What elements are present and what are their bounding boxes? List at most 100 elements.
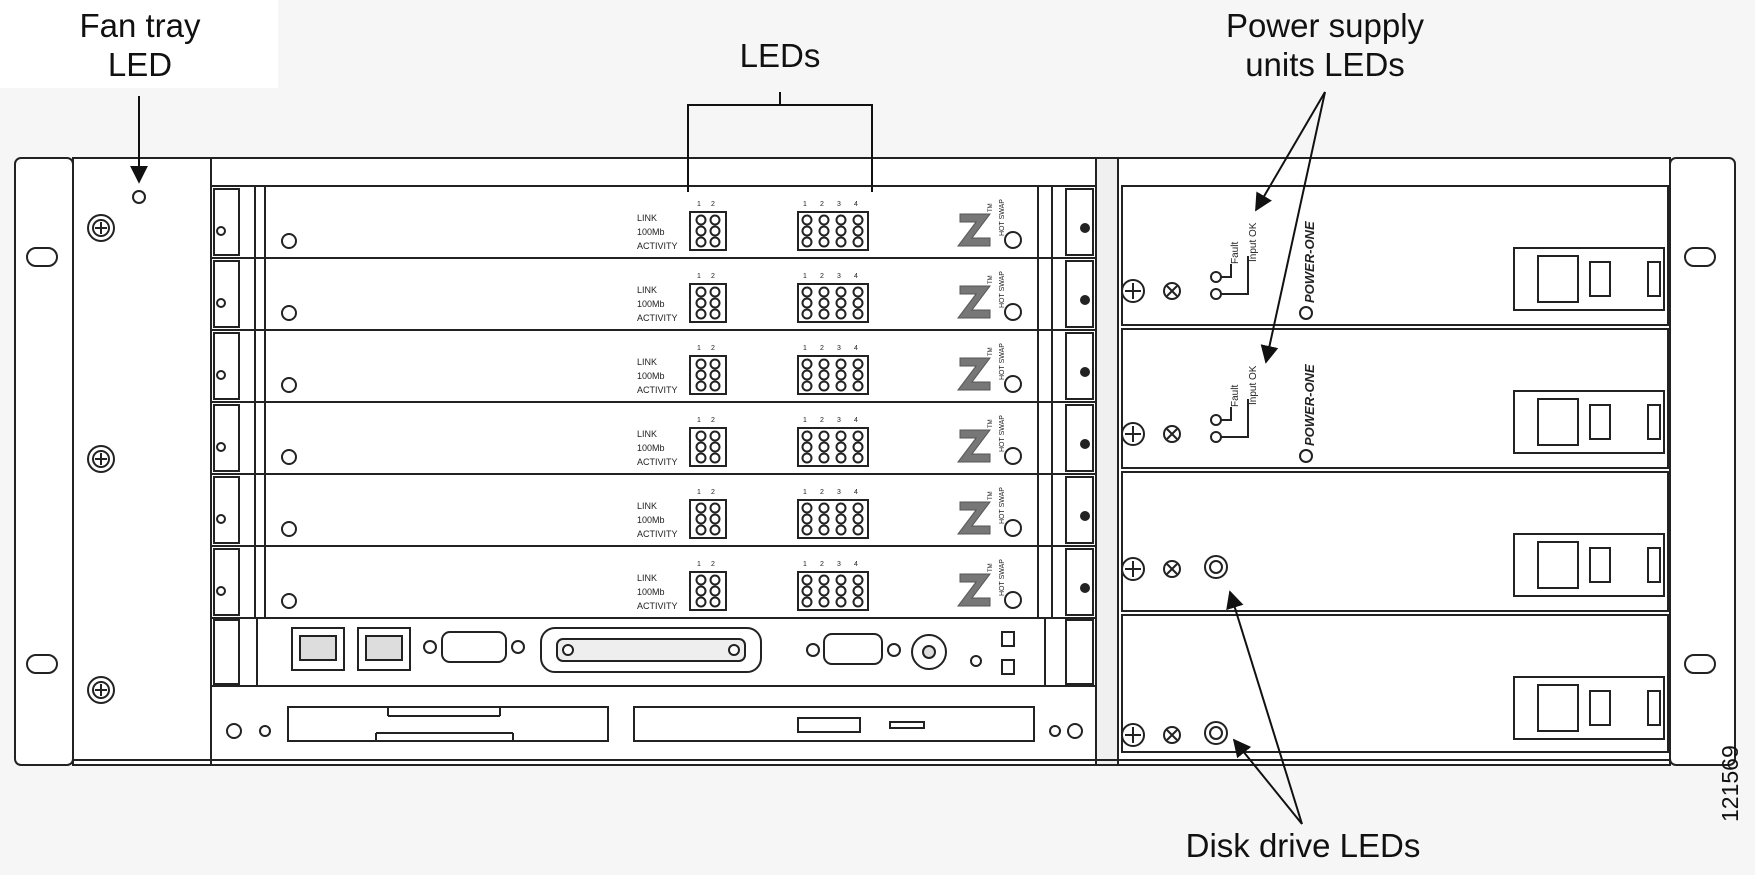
- callout-background: [0, 0, 278, 88]
- svg-text:1: 1: [697, 561, 701, 568]
- tm-label: TM: [988, 419, 994, 428]
- hot-swap-label: HOT SWAP: [999, 415, 1006, 452]
- tm-label: TM: [988, 203, 994, 212]
- fan-tray-screw: [87, 445, 115, 473]
- psu-brand: POWER-ONE: [1302, 221, 1317, 303]
- card-label-speed: 100Mb: [637, 515, 665, 525]
- svg-text:4: 4: [854, 273, 858, 280]
- svg-text:1: 1: [697, 417, 701, 424]
- svg-text:3: 3: [837, 345, 841, 352]
- svg-text:1: 1: [697, 201, 701, 208]
- svg-text:3: 3: [837, 417, 841, 424]
- net2-port: [357, 627, 411, 671]
- link-led-block: [689, 427, 727, 467]
- card-label-activity: ACTIVITY: [637, 457, 678, 467]
- disk-drive-bay: [1121, 471, 1669, 612]
- svg-text:1: 1: [803, 489, 807, 496]
- svg-text:4: 4: [854, 345, 858, 352]
- disk-drive-leds-label: Disk drive LEDs: [1185, 827, 1421, 864]
- link-led-block: [689, 571, 727, 611]
- mouse-kbd-port: [911, 634, 947, 670]
- ear-slot: [1684, 247, 1716, 267]
- tm-label: TM: [988, 491, 994, 500]
- svg-text:2: 2: [820, 489, 824, 496]
- svg-text:4: 4: [854, 201, 858, 208]
- hot-swap-led: [1004, 303, 1022, 321]
- card-label-link: LINK: [637, 501, 657, 511]
- hot-swap-led: [1004, 447, 1022, 465]
- net1-port: [291, 627, 345, 671]
- svg-text:2: 2: [820, 201, 824, 208]
- svg-text:4: 4: [854, 489, 858, 496]
- svg-text:2: 2: [820, 345, 824, 352]
- hot-swap-label: HOT SWAP: [999, 343, 1006, 380]
- video-port: [806, 633, 901, 665]
- card-label-link: LINK: [637, 213, 657, 223]
- svg-text:2: 2: [820, 273, 824, 280]
- disk-led-leader-2: [1232, 738, 1303, 825]
- hot-swap-label: HOT SWAP: [999, 487, 1006, 524]
- card-label-link: LINK: [637, 573, 657, 583]
- leds-label: LEDs: [739, 37, 821, 74]
- svg-text:2: 2: [711, 201, 715, 208]
- svg-text:1: 1: [697, 489, 701, 496]
- hot-swap-label: HOT SWAP: [999, 199, 1006, 236]
- svg-text:Fault: Fault: [1230, 385, 1241, 407]
- vendor-logo: [957, 213, 991, 247]
- ear-slot: [26, 247, 58, 267]
- psu-brand: POWER-ONE: [1302, 364, 1317, 446]
- hot-swap-led: [1004, 375, 1022, 393]
- card-label-activity: ACTIVITY: [637, 385, 678, 395]
- svg-text:4: 4: [854, 561, 858, 568]
- ear-slot: [1684, 654, 1716, 674]
- vendor-logo: [957, 573, 991, 607]
- card-label-link: LINK: [637, 429, 657, 439]
- svg-text:Input OK: Input OK: [1248, 222, 1259, 262]
- vendor-logo: [957, 429, 991, 463]
- fan-tray-led-label: Fan tray LED: [79, 7, 201, 83]
- svg-text:1: 1: [803, 417, 807, 424]
- scsi-port: [540, 627, 762, 673]
- tm-label: TM: [988, 347, 994, 356]
- svg-text:2: 2: [711, 345, 715, 352]
- svg-text:2: 2: [711, 561, 715, 568]
- tm-label: TM: [988, 563, 994, 572]
- vendor-logo: [957, 285, 991, 319]
- card-label-link: LINK: [637, 285, 657, 295]
- svg-text:2: 2: [711, 489, 715, 496]
- com1-port: [423, 631, 525, 663]
- svg-text:1: 1: [803, 345, 807, 352]
- svg-text:2: 2: [711, 273, 715, 280]
- hot-swap-led: [1004, 519, 1022, 537]
- svg-text:3: 3: [837, 273, 841, 280]
- io-panel: [210, 617, 1097, 687]
- svg-text:1: 1: [803, 273, 807, 280]
- card-label-speed: 100Mb: [637, 587, 665, 597]
- hot-swap-label: HOT SWAP: [999, 559, 1006, 596]
- psu-input-ok-led: [1210, 288, 1222, 300]
- svg-text:2: 2: [711, 417, 715, 424]
- media-bay: [210, 685, 1097, 761]
- card-label-activity: ACTIVITY: [637, 529, 678, 539]
- reset-button: [970, 655, 982, 667]
- power-supply-leds-label: Power supply units LEDs: [1225, 7, 1425, 83]
- link-led-block: [689, 355, 727, 395]
- svg-text:1: 1: [697, 273, 701, 280]
- svg-text:Fault: Fault: [1230, 242, 1241, 264]
- power-supply-unit: Fault Input OK POWER-ONE: [1121, 185, 1669, 326]
- vendor-logo: [957, 501, 991, 535]
- card-label-activity: ACTIVITY: [637, 313, 678, 323]
- svg-text:3: 3: [837, 561, 841, 568]
- chassis-divider: [1095, 157, 1119, 766]
- card-label-activity: ACTIVITY: [637, 601, 678, 611]
- io-switch: [1001, 631, 1015, 647]
- floppy-drive: [287, 706, 609, 742]
- link-led-block: [689, 499, 727, 539]
- figure-id: 121569: [1717, 745, 1743, 822]
- psu-fault-led: [1210, 414, 1222, 426]
- card-label-speed: 100Mb: [637, 443, 665, 453]
- io-switch: [1001, 659, 1015, 675]
